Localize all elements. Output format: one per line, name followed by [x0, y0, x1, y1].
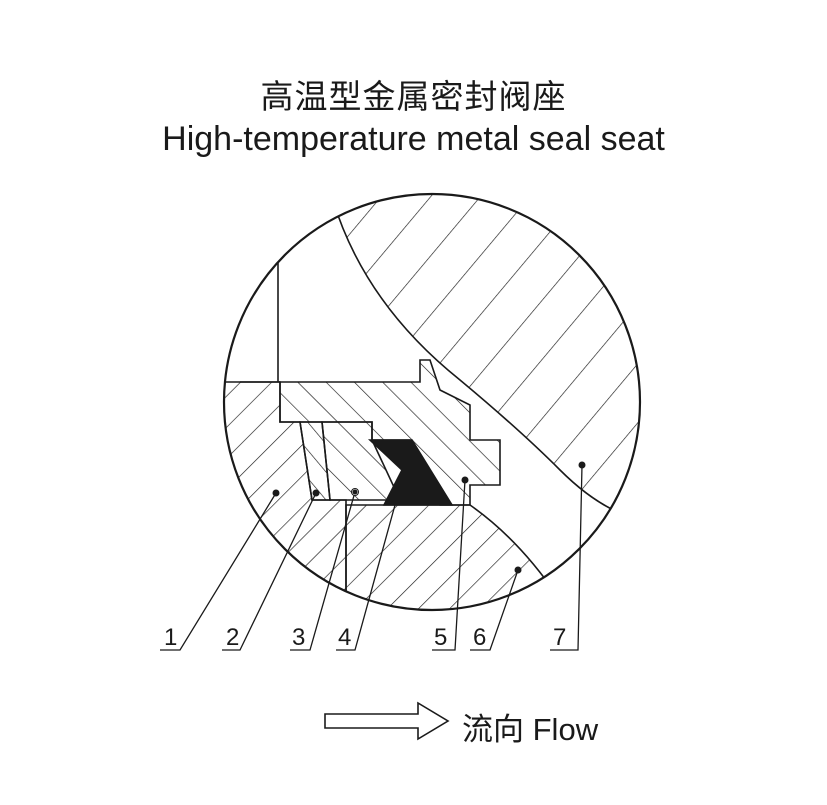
flow-direction-label: 流向 Flow	[462, 704, 598, 749]
part-label-7: 7	[553, 624, 566, 651]
part-retainer	[279, 359, 501, 506]
leader-line-3	[290, 491, 356, 651]
diagram-title-chinese: 高温型金属密封阀座	[260, 77, 567, 116]
part-6-lower-body	[345, 504, 561, 610]
leader-line-1	[160, 492, 277, 651]
diagram-title-english: High-temperature metal seal seat	[162, 120, 665, 158]
detail-circle	[222, 192, 642, 612]
flow-arrow-icon	[324, 701, 450, 741]
flow-label-chinese: 流向	[462, 712, 524, 748]
leader-line-5	[432, 479, 466, 651]
leader-dots	[272, 461, 586, 574]
flow-label-english: Flow	[532, 712, 599, 747]
leader-line-7	[550, 464, 583, 651]
section-view	[224, 194, 640, 610]
part-label-1: 1	[164, 624, 177, 651]
leader-lines	[160, 464, 583, 651]
part-label-2: 2	[226, 624, 239, 651]
part-label-5: 5	[434, 624, 447, 651]
part-label-4: 4	[338, 624, 351, 651]
leader-line-4	[336, 504, 396, 651]
leader-line-6	[470, 569, 519, 651]
part-label-6: 6	[473, 624, 486, 651]
leader-line-2	[222, 492, 317, 651]
part-label-3: 3	[292, 624, 305, 651]
